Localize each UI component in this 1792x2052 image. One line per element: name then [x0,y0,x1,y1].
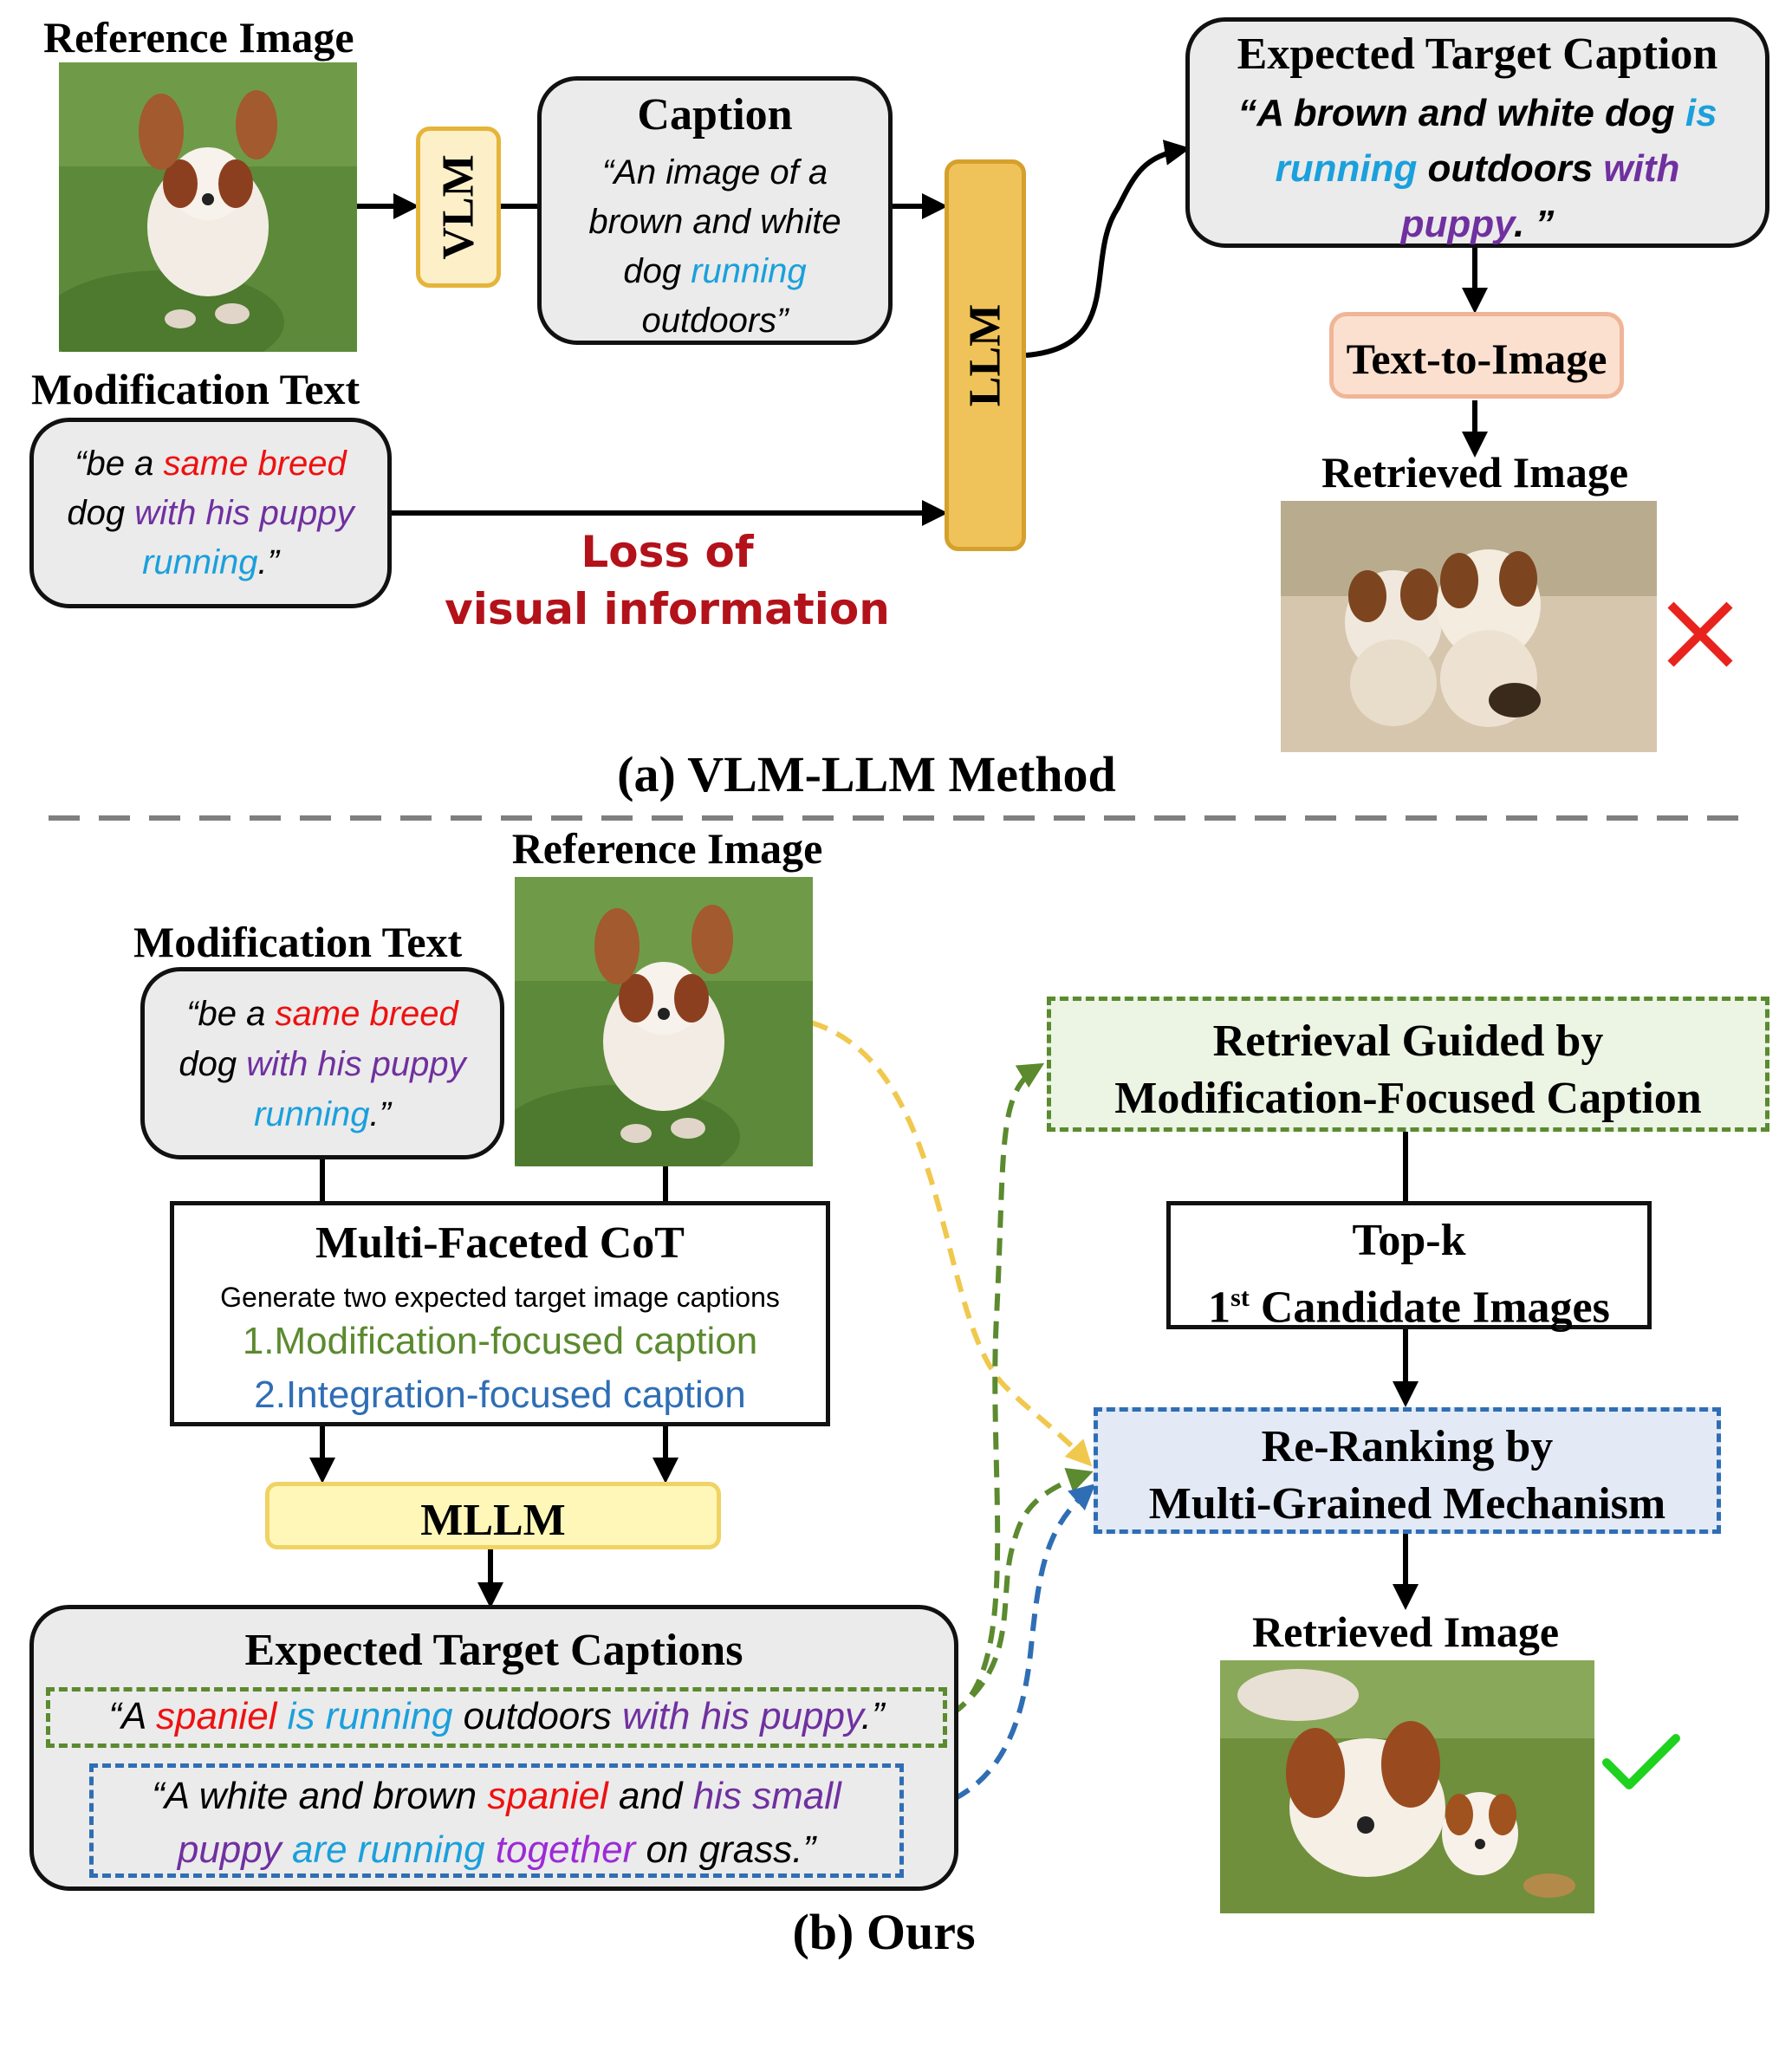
cot-subtitle: Generate two expected target image capti… [220,1282,780,1313]
caption-line4: outdoors” [641,302,789,340]
mod-text-box-b: “be a same breed dog with his puppy runn… [140,967,504,1159]
caption-2-text: “A white and brown spaniel and his small… [152,1775,841,1871]
caption-1-text: “A spaniel is running outdoors with his … [108,1695,885,1737]
rerank-text: Re-Ranking by Multi-Grained Mechanism [1098,1419,1717,1533]
retrieved-image-label-a: Retrieved Image [1321,448,1629,497]
mod-text-label-a: Modification Text [31,365,360,413]
caption-dog: dog [623,252,691,290]
cross-icon [1665,600,1735,669]
expected-caption-text-a: “A brown and white dog is running outdoo… [1237,92,1717,245]
mod-text-a-line1: “be a same breed [75,445,347,483]
cot-item-2: 2.Integration-focused caption [254,1373,746,1416]
mod-text-a-line2: dog with his puppy [67,494,354,532]
expected-captions-title: Expected Target Captions [244,1626,743,1675]
mod-text-a: “be a same breed dog with his puppy runn… [34,439,387,588]
caption-running: running [691,252,807,290]
mod-text-box-a: “be a same breed dog with his puppy runn… [29,418,392,608]
dashed-arrow-caption1-to-retrieval [950,1062,1045,1717]
mllm-label: MLLM [420,1496,566,1545]
rerank-line1: Re-Ranking by [1261,1422,1554,1471]
expected-caption-box-a: Expected Target Caption “A brown and whi… [1185,17,1769,248]
vlm-box: VLM [416,127,501,288]
text-to-image-box: Text-to-Image [1329,312,1624,399]
mod-text-a-line3: running.” [142,543,279,581]
mod-text-b: “be a same breed dog with his puppy runn… [179,995,466,1133]
topk-box: Top-k 1st Candidate Images [1166,1201,1652,1332]
caption-part-a: (a) VLM-LLM Method [617,746,1116,802]
retrieved-image-b [1220,1660,1594,1913]
expected-caption-title-a: Expected Target Caption [1237,29,1718,79]
loss-annotation: Loss of visual information [433,523,901,638]
retrieved-image-a [1281,501,1657,752]
retrieval-line2: Modification-Focused Caption [1114,1074,1702,1123]
loss-line2: visual information [445,584,890,634]
text-to-image-label: Text-to-Image [1346,334,1607,383]
ref-image-label-a: Reference Image [43,13,354,62]
rerank-box: Re-Ranking by Multi-Grained Mechanism [1094,1407,1721,1534]
dashed-arrow-caption2-to-rerank [900,1484,1096,1817]
caption-part-b: (b) Ours [792,1904,976,1960]
caption-line1: “An image of a [601,153,828,192]
caption-box-a: Caption “An image of a brown and white d… [537,76,893,345]
caption-2-box: “A white and brown spaniel and his small… [89,1763,904,1878]
expected-captions-box-b: Expected Target Captions “A spaniel is r… [29,1605,958,1891]
retrieval-line1: Retrieval Guided by [1212,1016,1604,1066]
dashed-arrow-caption1-to-rerank [950,1467,1094,1717]
retrieval-guided-box: Retrieval Guided by Modification-Focused… [1047,997,1769,1132]
caption-title: Caption [637,90,793,140]
checkmark-icon [1601,1733,1681,1794]
topk-line1: Top-k [1352,1216,1466,1265]
llm-box: LLM [945,159,1026,551]
reference-image-b [515,877,813,1166]
caption-1-box: “A spaniel is running outdoors with his … [46,1687,947,1748]
ref-image-label-b: Reference Image [511,824,823,873]
rerank-line2: Multi-Grained Mechanism [1148,1479,1666,1529]
cot-item-1: 1.Modification-focused caption [242,1320,758,1362]
cot-box: Multi-Faceted CoT Generate two expected … [170,1201,830,1426]
arrow-llm-to-expected [1025,140,1191,358]
mod-text-label-b: Modification Text [133,918,463,966]
llm-label: LLM [960,303,1010,407]
caption-text: “An image of a brown and white dog runni… [542,148,888,346]
retrieved-image-label-b: Retrieved Image [1251,1607,1560,1656]
reference-image-a [59,62,357,352]
topk-text: Top-k 1st Candidate Images [1171,1212,1647,1336]
caption-line3: dog running [542,247,888,296]
cot-title: Multi-Faceted CoT [315,1218,685,1268]
retrieval-guided-text: Retrieval Guided by Modification-Focused… [1051,1013,1765,1127]
mllm-box: MLLM [265,1482,721,1549]
topk-line2: 1st Candidate Images [1208,1282,1610,1333]
vlm-label: VLM [433,154,484,260]
dashed-arrow-ref-to-rerank [810,1020,1093,1467]
loss-line1: Loss of [581,527,754,577]
caption-line2: brown and white [588,203,841,241]
